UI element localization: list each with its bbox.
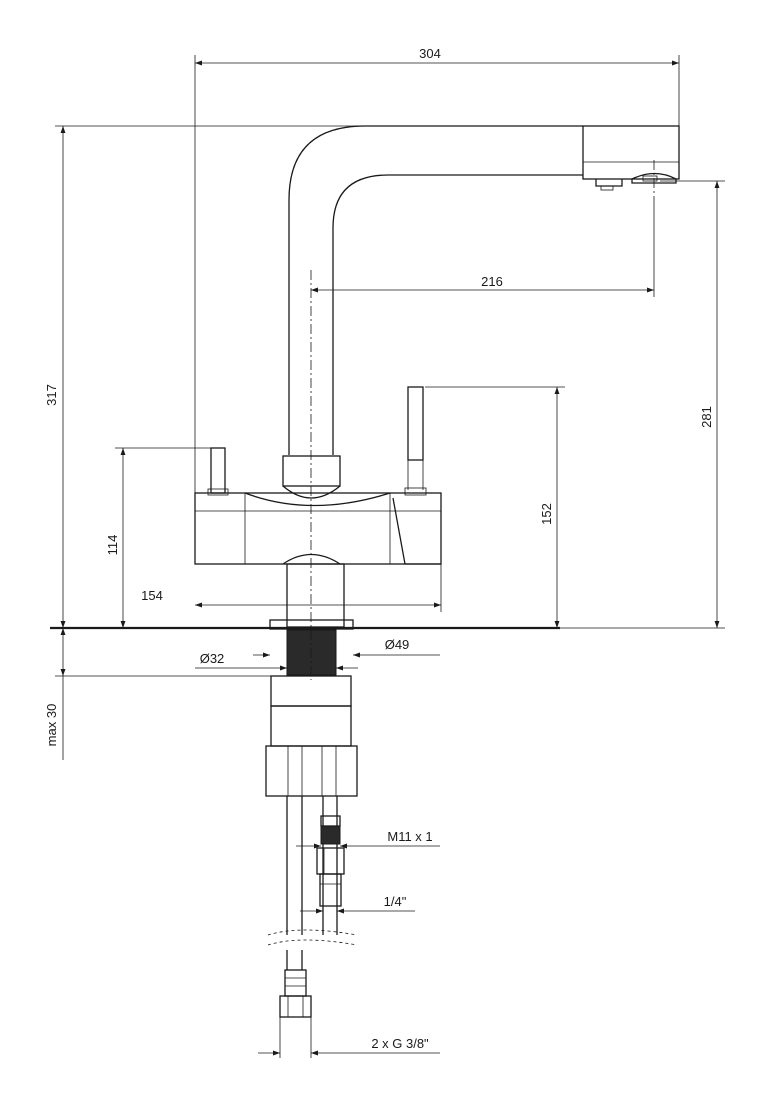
dim-hole-diameter: Ø32	[200, 651, 225, 666]
threaded-rod	[286, 629, 337, 676]
dim-total-height: 317	[44, 384, 59, 406]
dimension-labels: 304 216 317 281 152 114 154 Ø32 Ø49 max …	[44, 46, 714, 1051]
dimension-lines	[55, 55, 725, 1058]
dim-max-counter-thickness: max 30	[44, 704, 59, 747]
dim-spout-outlet-height: 281	[699, 406, 714, 428]
dim-spout-reach: 216	[481, 274, 503, 289]
dim-connection: 2 x G 3/8"	[371, 1036, 429, 1051]
dim-right-lever-height: 152	[539, 503, 554, 525]
dim-body-width: 154	[141, 588, 163, 603]
dim-total-width: 304	[419, 46, 441, 61]
dim-base-diameter: Ø49	[385, 637, 410, 652]
centerlines	[310, 160, 655, 680]
faucet-outline	[50, 125, 680, 1018]
dim-hose-size: 1/4"	[384, 894, 407, 909]
dim-left-lever-height: 114	[105, 535, 120, 556]
dim-thread-small: M11 x 1	[387, 829, 432, 844]
